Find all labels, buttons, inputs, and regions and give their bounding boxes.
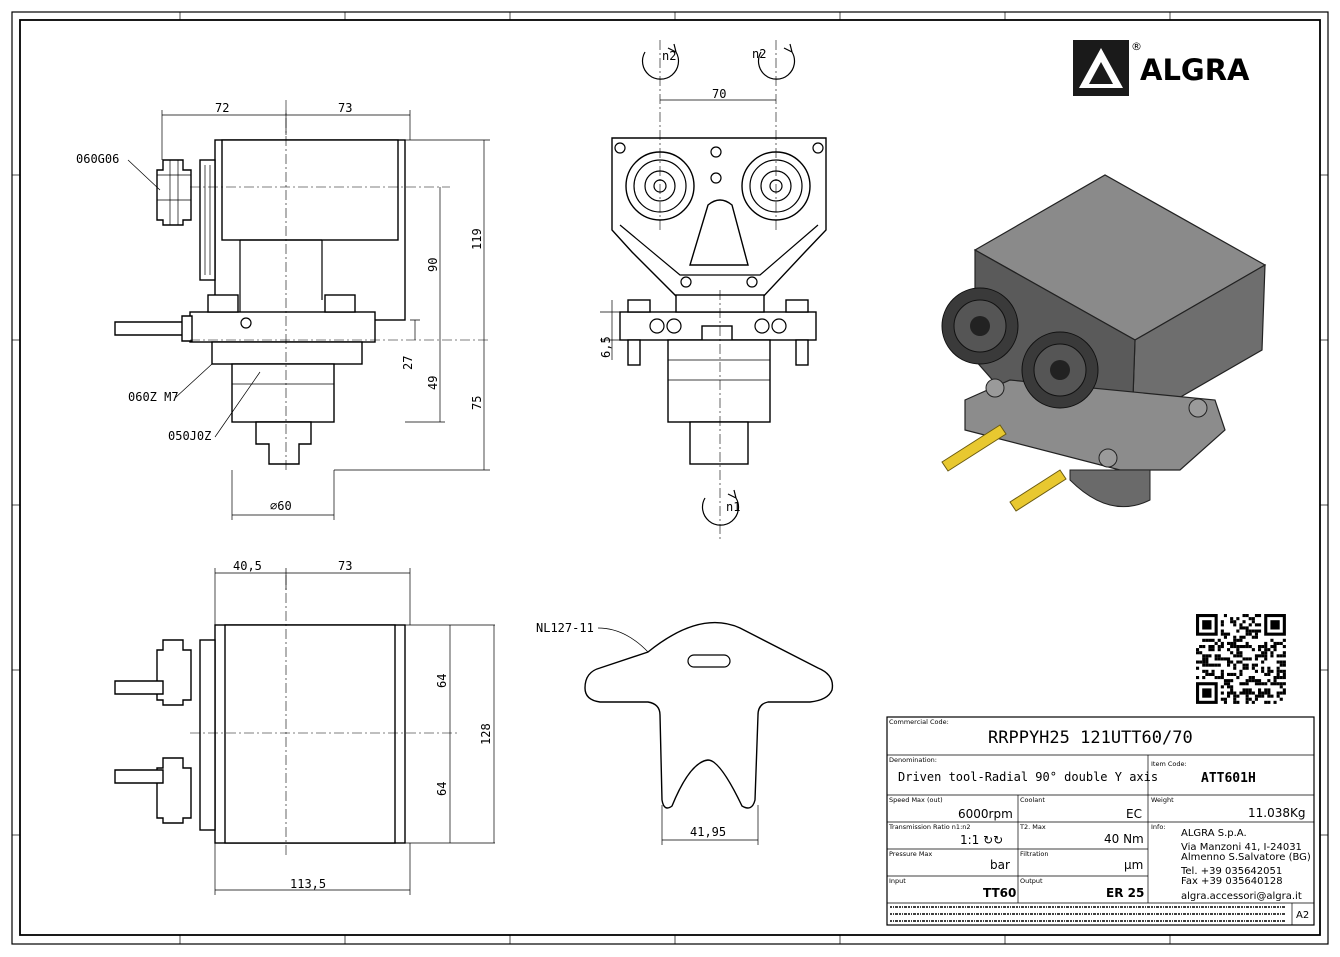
dim-75: 75 bbox=[470, 396, 484, 410]
info-label: Info: bbox=[1151, 823, 1166, 831]
rotation-n2-left: n2 bbox=[662, 49, 676, 63]
dim-dia60: ⌀60 bbox=[270, 499, 292, 513]
algra-logo: ALGRA ® bbox=[1073, 40, 1250, 96]
denomination-label: Denomination: bbox=[889, 756, 937, 764]
key-plate-view: 41,95 NL127-11 bbox=[536, 621, 834, 845]
weight: 11.038Kg bbox=[1248, 806, 1305, 820]
callout-050J0Z: 050J0Z bbox=[168, 429, 211, 443]
weight-label: Weight bbox=[1151, 796, 1174, 804]
input-label: Input bbox=[889, 877, 906, 885]
dim-113-5: 113,5 bbox=[290, 877, 326, 891]
dim-73: 73 bbox=[338, 101, 352, 115]
dim-64-lower: 64 bbox=[435, 782, 449, 796]
dim-6-5: 6,5 bbox=[599, 336, 613, 358]
input: TT60 bbox=[983, 886, 1016, 900]
output: ER 25 bbox=[1106, 886, 1144, 900]
address-1: Via Manzoni 41, I-24031 bbox=[1181, 842, 1302, 853]
rotation-n1: n1 bbox=[726, 500, 740, 514]
dim-40-5: 40,5 bbox=[233, 559, 262, 573]
coolant: EC bbox=[1126, 807, 1142, 821]
rotation-n2-right: n2 bbox=[752, 47, 766, 61]
filtration: µm bbox=[1124, 858, 1143, 872]
company: ALGRA S.p.A. bbox=[1181, 828, 1247, 839]
coolant-label: Coolant bbox=[1020, 796, 1045, 804]
pressure: bar bbox=[990, 858, 1010, 872]
speed-label: Speed Max (out) bbox=[889, 796, 943, 804]
fax: Fax +39 035640128 bbox=[1181, 876, 1283, 887]
dim-70: 70 bbox=[712, 87, 726, 101]
tel: Tel. +39 035642051 bbox=[1180, 866, 1282, 877]
ratio-label: Transmission Ratio n1:n2 bbox=[888, 823, 971, 831]
title-block: Commercial Code: RRPPYH25 121UTT60/70 De… bbox=[886, 716, 1315, 926]
callout-NL127-11: NL127-11 bbox=[536, 621, 594, 635]
front-view: 72 73 119 90 27 49 75 ⌀60 060G06 060Z M7… bbox=[76, 100, 490, 520]
dim-73-top: 73 bbox=[338, 559, 352, 573]
dim-72: 72 bbox=[215, 101, 229, 115]
ratio: 1:1 ↻↻ bbox=[960, 833, 1003, 847]
commercial-code-label: Commercial Code: bbox=[889, 718, 949, 726]
pressure-label: Pressure Max bbox=[889, 850, 932, 858]
dim-27: 27 bbox=[401, 356, 415, 370]
filtration-label: Filtration bbox=[1020, 850, 1049, 858]
email: algra.accessori@algra.it bbox=[1181, 891, 1302, 902]
ruler-ticks bbox=[12, 12, 1328, 944]
speed: 6000rpm bbox=[958, 807, 1013, 821]
dim-119: 119 bbox=[470, 228, 484, 250]
side-view: 70 6,5 n2 n2 n1 bbox=[599, 40, 827, 540]
dim-49: 49 bbox=[426, 376, 440, 390]
sheet-size: A2 bbox=[1296, 910, 1309, 921]
fine-print bbox=[890, 906, 1286, 922]
item-code: ATT601H bbox=[1201, 771, 1256, 786]
inner-border bbox=[19, 19, 1321, 936]
commercial-code: RRPPYH25 121UTT60/70 bbox=[988, 728, 1193, 748]
brand-name: ALGRA bbox=[1140, 53, 1250, 87]
item-code-label: Item Code: bbox=[1151, 760, 1187, 768]
dim-64-upper: 64 bbox=[435, 674, 449, 688]
isometric-render bbox=[941, 174, 1267, 512]
output-label: Output bbox=[1020, 877, 1043, 885]
torque-label: T2. Max bbox=[1019, 823, 1046, 831]
torque: 40 Nm bbox=[1104, 832, 1144, 846]
qr-code bbox=[1196, 614, 1286, 704]
callout-060ZM7: 060Z M7 bbox=[128, 390, 179, 404]
address-2: Almenno S.Salvatore (BG) bbox=[1181, 852, 1311, 863]
dim-90: 90 bbox=[426, 258, 440, 272]
top-view: 40,5 73 64 64 128 113,5 bbox=[114, 559, 495, 895]
denomination: Driven tool-Radial 90° double Y axis bbox=[898, 770, 1158, 784]
callout-060G06: 060G06 bbox=[76, 152, 119, 166]
dim-128: 128 bbox=[479, 723, 493, 745]
registered-mark: ® bbox=[1131, 40, 1142, 53]
outer-border bbox=[11, 11, 1329, 945]
dim-41-95: 41,95 bbox=[690, 825, 726, 839]
